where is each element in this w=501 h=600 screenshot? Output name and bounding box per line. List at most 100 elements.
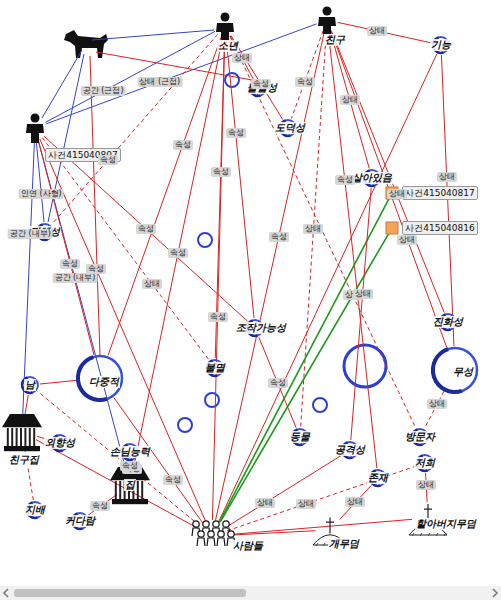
node-label: 남: [24, 379, 36, 391]
relation-label: 상태: [296, 499, 316, 509]
relation-label: 상태: [387, 189, 407, 199]
relation-label: 속성: [335, 175, 355, 185]
scrollbar: [0, 586, 501, 600]
person-shape: [211, 12, 239, 40]
person-shape: [313, 6, 341, 34]
relation-line: [259, 337, 296, 428]
relation-line: [441, 55, 454, 346]
node-label: 기능: [430, 39, 452, 51]
concept-node: 저희: [414, 453, 436, 473]
concept-node: 불멸: [204, 358, 226, 378]
relation-label: 상태: [427, 399, 447, 409]
relation-label: 속성: [60, 259, 80, 269]
relation-label: 상태: [303, 224, 323, 234]
relation-line: [425, 391, 444, 428]
node-label: 동물: [289, 431, 311, 443]
node-label: 친구집: [8, 454, 40, 466]
relation-label: 속성: [136, 224, 156, 234]
concept-node: 손님능력: [109, 442, 151, 462]
relation-line: [340, 485, 371, 519]
relation-label: 상태: [255, 498, 275, 508]
relation-line: [226, 455, 342, 527]
relation-label: 속성: [251, 79, 271, 89]
relation-label: 공간 (근접): [81, 86, 126, 96]
relation-label: 공간 (내부): [53, 273, 98, 283]
relation-line: [36, 140, 44, 222]
relation-line: [219, 198, 389, 522]
node-label: 조작가능성: [235, 322, 287, 334]
relation-line: [230, 36, 416, 428]
concept-node: 조작가능성: [235, 318, 287, 338]
relation-label: 속성: [120, 461, 140, 471]
relation-label: 속성: [173, 140, 193, 150]
node-label: 외향성: [44, 437, 76, 449]
grave-node: 할아버지무덤: [408, 498, 477, 538]
relation-line: [108, 37, 221, 356]
orange-shape: [385, 221, 399, 235]
node-label: 커다람: [64, 515, 96, 527]
relation-label: 상태: [437, 172, 457, 182]
concept-node: 커다람: [64, 511, 96, 531]
relation-line: [88, 494, 117, 515]
node-label: 다중적: [88, 376, 120, 388]
relation-label: 속성: [211, 167, 231, 177]
relation-line: [38, 391, 200, 525]
relation-line: [38, 140, 94, 355]
relation-line: [44, 136, 248, 321]
node-label: 친구: [324, 34, 346, 46]
house-node: 친구집: [2, 412, 42, 466]
relation-line: [133, 37, 222, 469]
node-label: 공격성: [334, 444, 366, 456]
node-label: 집: [124, 479, 136, 491]
node-label: 할아버지무덤: [415, 518, 477, 530]
relation-label: 공간 (내부): [8, 229, 53, 239]
node-label: 소년: [217, 40, 239, 52]
concept-node: 지배: [24, 500, 46, 520]
relation-line: [219, 54, 437, 521]
house-shape: [2, 412, 42, 452]
node-label: 손님능력: [109, 446, 151, 458]
crowd-shape: [192, 516, 232, 556]
relation-line: [351, 188, 371, 440]
relation-line: [301, 31, 327, 427]
node-label: 방문자: [404, 431, 436, 443]
relation-label: 속성: [268, 378, 288, 388]
relation-line: [226, 37, 254, 318]
relation-label: 인연 (사형): [19, 189, 64, 199]
relation-line: [40, 139, 206, 521]
relation-label: 속성: [98, 155, 118, 165]
relation-label: 속성: [226, 128, 246, 138]
concept-node: 존재: [367, 468, 389, 488]
relation-label: 속성: [269, 232, 289, 242]
concept-node: 무성: [431, 346, 479, 394]
person-shape: [20, 113, 50, 143]
node-label: 사건415040817: [402, 186, 478, 200]
concept-node: 살아있음: [351, 168, 393, 188]
concept-node: 진화성: [432, 312, 464, 332]
relation-line: [46, 24, 316, 124]
crowd-node: 사람들: [192, 516, 264, 556]
event-node: 사건415040816: [385, 221, 478, 235]
relation-label: 상태: [353, 289, 373, 299]
concept-node: 공격성: [334, 440, 366, 460]
relation-line: [328, 31, 377, 468]
relation-line: [227, 466, 415, 531]
relation-label: 속성: [86, 264, 106, 274]
person-node: 소년: [211, 12, 239, 52]
relation-line: [46, 31, 216, 122]
relation-label: 속성: [295, 77, 315, 87]
concept-node: 동물: [289, 427, 311, 447]
concept-node: 외향성: [44, 433, 76, 453]
node-label: 저희: [414, 457, 436, 469]
relation-line: [291, 31, 323, 119]
node-label: 사람들: [232, 540, 264, 552]
relation-line: [228, 519, 412, 534]
node-label: 개무덤: [328, 538, 360, 550]
relation-label: 상태: [340, 95, 360, 105]
relation-line: [52, 34, 218, 224]
relation-label: 상태: [142, 279, 162, 289]
node-label: 무성: [452, 366, 474, 378]
concept-node: 도덕성: [274, 118, 306, 138]
relation-label: 속성: [168, 248, 188, 258]
